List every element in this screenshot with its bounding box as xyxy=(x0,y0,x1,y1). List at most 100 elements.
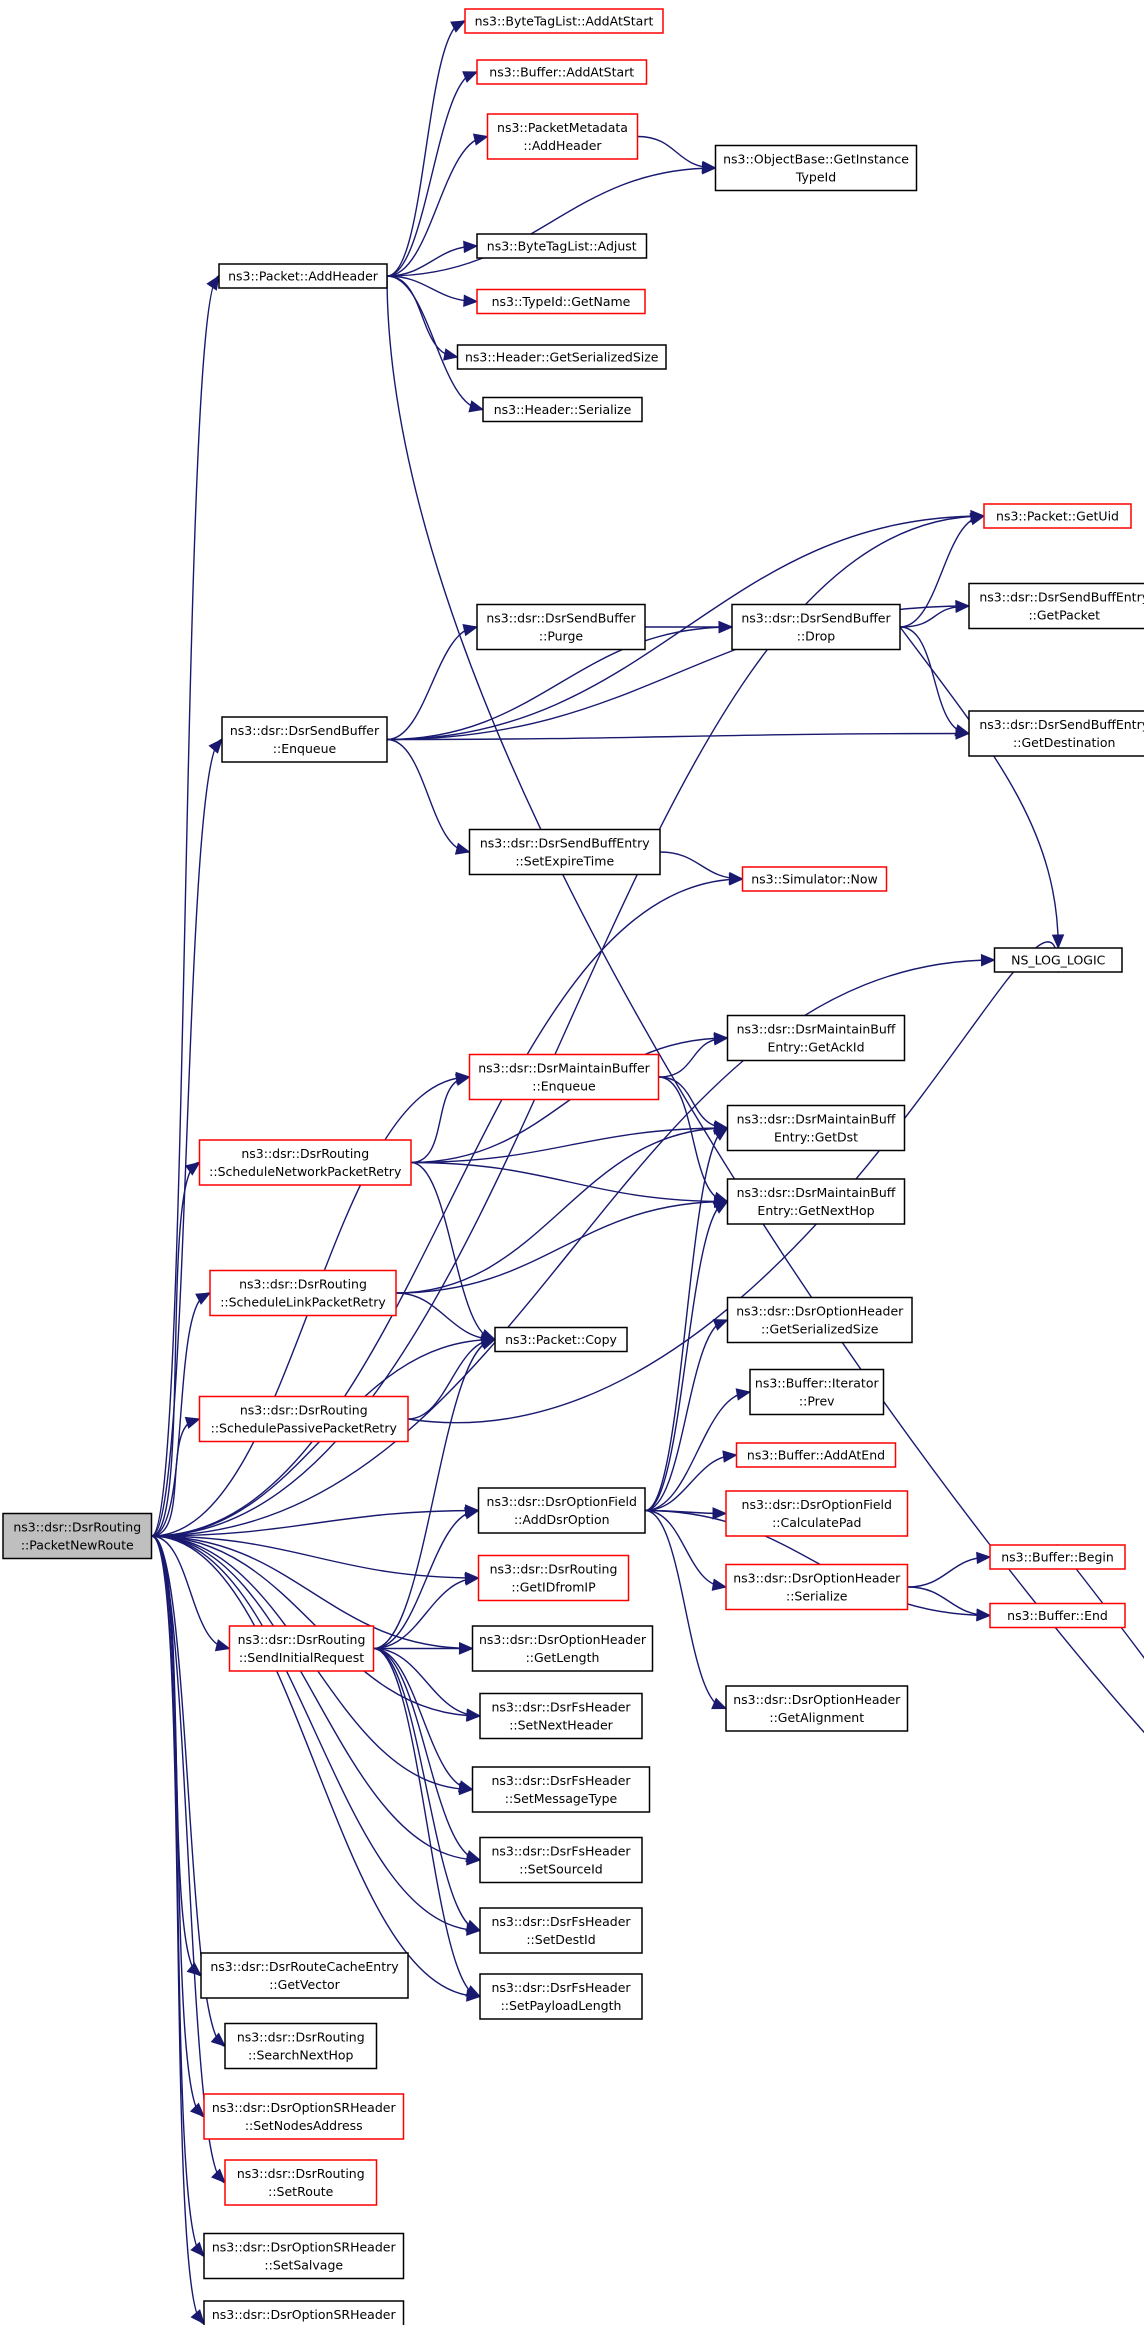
edge-dr-sendinitialrequest-to-of-adddsroption xyxy=(373,1509,479,1650)
node-fs-setsourceid[interactable]: ns3::dsr::DsrFsHeader::SetSourceId xyxy=(479,1836,643,1884)
node-label: ::SetRoute xyxy=(268,2184,334,2199)
node-buf-addatend[interactable]: ns3::Buffer::AddAtEnd xyxy=(735,1442,897,1468)
node-sbe-setexpiretime[interactable]: ns3::dsr::DsrSendBuffEntry::SetExpireTim… xyxy=(468,828,661,876)
node-label: ns3::dsr::DsrOptionHeader xyxy=(733,1692,901,1707)
node-oh-getalignment[interactable]: ns3::dsr::DsrOptionHeader::GetAlignment xyxy=(725,1685,909,1732)
node-label: ::GetSerializedSize xyxy=(761,1322,879,1337)
edge-dr-sendinitialrequest-to-fs-setdestid xyxy=(373,1647,481,1932)
node-label: ns3::ByteTagList::Adjust xyxy=(487,239,637,254)
node-dr-setroute[interactable]: ns3::dsr::DsrRouting::SetRoute xyxy=(224,2159,378,2206)
node-label: ns3::TypeId::GetName xyxy=(492,294,631,309)
edge-of-adddsroption-to-oh-getalignment xyxy=(644,1509,727,1710)
arrowhead xyxy=(462,624,479,637)
node-buf-addatstart[interactable]: ns3::Buffer::AddAtStart xyxy=(476,59,648,85)
node-box xyxy=(741,866,888,892)
arrowhead xyxy=(728,871,744,885)
node-dr-schedpassive[interactable]: ns3::dsr::DsrRouting::SchedulePassivePac… xyxy=(198,1395,409,1443)
node-label: ::Prev xyxy=(799,1394,835,1409)
node-label: ns3::Buffer::End xyxy=(1007,1608,1108,1623)
node-fs-setdestid[interactable]: ns3::dsr::DsrFsHeader::SetDestId xyxy=(479,1907,643,1954)
node-pkt-getuid[interactable]: ns3::Packet::GetUid xyxy=(983,503,1132,529)
node-label: ns3::PacketMetadata xyxy=(497,120,628,135)
node-hdr-getserializedsize[interactable]: ns3::Header::GetSerializedSize xyxy=(456,344,667,370)
node-label: ns3::dsr::DsrSendBuffEntry xyxy=(979,717,1144,732)
node-label: ns3::Header::GetSerializedSize xyxy=(465,350,659,365)
node-box xyxy=(968,710,1144,757)
node-of-calculatepad[interactable]: ns3::dsr::DsrOptionField::CalculatePad xyxy=(725,1490,909,1537)
node-typeid-getname[interactable]: ns3::TypeId::GetName xyxy=(476,288,646,315)
node-box xyxy=(476,603,646,651)
node-oh-getserializedsize[interactable]: ns3::dsr::DsrOptionHeader::GetSerialized… xyxy=(726,1296,913,1344)
node-label: ::Drop xyxy=(797,629,836,644)
node-root[interactable]: ns3::dsr::DsrRouting::PacketNewRoute xyxy=(2,1512,153,1560)
node-buf-end[interactable]: ns3::Buffer::End xyxy=(989,1602,1126,1629)
node-sbe-getpacket[interactable]: ns3::dsr::DsrSendBuffEntry::GetPacket xyxy=(968,582,1144,630)
edge-dr-schedlink-to-pkt-copy xyxy=(395,1292,496,1341)
node-dr-schednet[interactable]: ns3::dsr::DsrRouting::ScheduleNetworkPac… xyxy=(198,1139,412,1186)
node-buf-begin[interactable]: ns3::Buffer::Begin xyxy=(989,1544,1126,1570)
node-fs-setmessagetype[interactable]: ns3::dsr::DsrFsHeader::SetMessageType xyxy=(471,1766,651,1813)
node-label: ::SearchNextHop xyxy=(248,2048,354,2063)
node-fs-setnextheader[interactable]: ns3::dsr::DsrFsHeader::SetNextHeader xyxy=(479,1692,643,1740)
arrowhead xyxy=(711,1578,728,1591)
node-mb-enqueue[interactable]: ns3::dsr::DsrMaintainBuffer::Enqueue xyxy=(468,1053,660,1101)
node-sbe-getdestination[interactable]: ns3::dsr::DsrSendBuffEntry::GetDestinati… xyxy=(968,710,1144,757)
node-mbe-getnexthop[interactable]: ns3::dsr::DsrMaintainBuffEntry::GetNextH… xyxy=(726,1178,906,1225)
edge-sb-enqueue-to-sbe-setexpiretime xyxy=(386,738,470,853)
node-bufit-prev[interactable]: ns3::Buffer::Iterator::Prev xyxy=(749,1368,885,1416)
arrowhead xyxy=(712,1507,728,1520)
node-label: ns3::dsr::DsrMaintainBuff xyxy=(737,1185,896,1200)
node-label: ns3::dsr::DsrOptionHeader xyxy=(736,1304,904,1319)
node-label: ::SetNextHeader xyxy=(509,1718,613,1733)
arrowhead xyxy=(463,294,479,307)
edge-root-to-fs-setsourceid xyxy=(151,1535,481,1861)
arrowhead xyxy=(465,1985,482,1998)
node-sb-purge[interactable]: ns3::dsr::DsrSendBuffer::Purge xyxy=(476,603,646,651)
node-sb-drop[interactable]: ns3::dsr::DsrSendBuffer::Drop xyxy=(731,603,901,651)
node-pm-addheader[interactable]: ns3::PacketMetadata::AddHeader xyxy=(486,113,639,160)
node-dr-getidfromip[interactable]: ns3::dsr::DsrRouting::GetIDfromIP xyxy=(477,1554,630,1602)
node-label: ns3::dsr::DsrSendBuffEntry xyxy=(480,836,650,851)
node-rce-getvector[interactable]: ns3::dsr::DsrRouteCacheEntry::GetVector xyxy=(200,1952,409,1999)
node-label: ::GetAlignment xyxy=(769,1710,864,1725)
node-sb-enqueue[interactable]: ns3::dsr::DsrSendBuffer::Enqueue xyxy=(221,716,388,763)
node-label: ::PacketNewRoute xyxy=(21,1538,134,1553)
node-oh-serialize[interactable]: ns3::dsr::DsrOptionHeader::Serialize xyxy=(725,1563,909,1611)
node-sim-now[interactable]: ns3::Simulator::Now xyxy=(741,866,888,892)
node-label: ::GetVector xyxy=(269,1977,340,1992)
call-edges xyxy=(150,20,1144,2325)
node-dr-searchnexthop[interactable]: ns3::dsr::DsrRouting::SearchNextHop xyxy=(224,2022,378,2070)
edge-dr-schednet-to-mbe-getdst xyxy=(410,1127,728,1164)
node-osr-setsegmentsleft[interactable]: ns3::dsr::DsrOptionSRHeader::SetSegments… xyxy=(203,2300,405,2325)
node-dr-schedlink[interactable]: ns3::dsr::DsrRouting::ScheduleLinkPacket… xyxy=(209,1269,397,1317)
node-label: Entry::GetDst xyxy=(774,1130,858,1145)
arrowhead xyxy=(712,1127,729,1141)
node-label: Entry::GetAckId xyxy=(767,1040,864,1055)
node-label: ns3::dsr::DsrRouting xyxy=(490,1562,618,1577)
node-osr-setnodesaddress[interactable]: ns3::dsr::DsrOptionSRHeader::SetNodesAdd… xyxy=(203,2093,405,2140)
node-btl-adjust[interactable]: ns3::ByteTagList::Adjust xyxy=(476,233,648,259)
node-ns-log-logic[interactable]: NS_LOG_LOGIC xyxy=(993,947,1123,973)
node-of-adddsroption[interactable]: ns3::dsr::DsrOptionField::AddDsrOption xyxy=(477,1487,646,1534)
node-fs-setpayloadlength[interactable]: ns3::dsr::DsrFsHeader::SetPayloadLength xyxy=(479,1973,643,2020)
node-btl-addatstart[interactable]: ns3::ByteTagList::AddAtStart xyxy=(464,8,664,34)
node-pkt-copy[interactable]: ns3::Packet::Copy xyxy=(494,1326,628,1353)
node-dr-sendinitialrequest[interactable]: ns3::dsr::DsrRouting::SendInitialRequest xyxy=(228,1625,375,1672)
edge-of-adddsroption-to-oh-getserializedsize xyxy=(644,1319,728,1512)
arrowhead xyxy=(190,2309,205,2325)
arrowhead xyxy=(214,1639,231,1652)
node-box xyxy=(218,263,388,289)
node-oh-getlength[interactable]: ns3::dsr::DsrOptionHeader::GetLength xyxy=(471,1625,654,1672)
node-hdr-serialize[interactable]: ns3::Header::Serialize xyxy=(482,396,643,423)
node-label: ns3::dsr::DsrRouting xyxy=(238,1632,366,1647)
node-osr-setsalvage[interactable]: ns3::dsr::DsrOptionSRHeader::SetSalvage xyxy=(203,2232,405,2280)
node-label: ::SetDestId xyxy=(526,1932,595,1947)
node-pkt-addheader[interactable]: ns3::Packet::AddHeader xyxy=(218,263,388,289)
edge-root-to-sim-now xyxy=(151,878,743,1537)
node-label: ns3::dsr::DsrSendBuffEntry xyxy=(979,590,1144,605)
node-label: ns3::dsr::DsrOptionSRHeader xyxy=(212,2100,397,2115)
edge-dr-sendinitialrequest-to-dr-getidfromip xyxy=(373,1577,479,1650)
